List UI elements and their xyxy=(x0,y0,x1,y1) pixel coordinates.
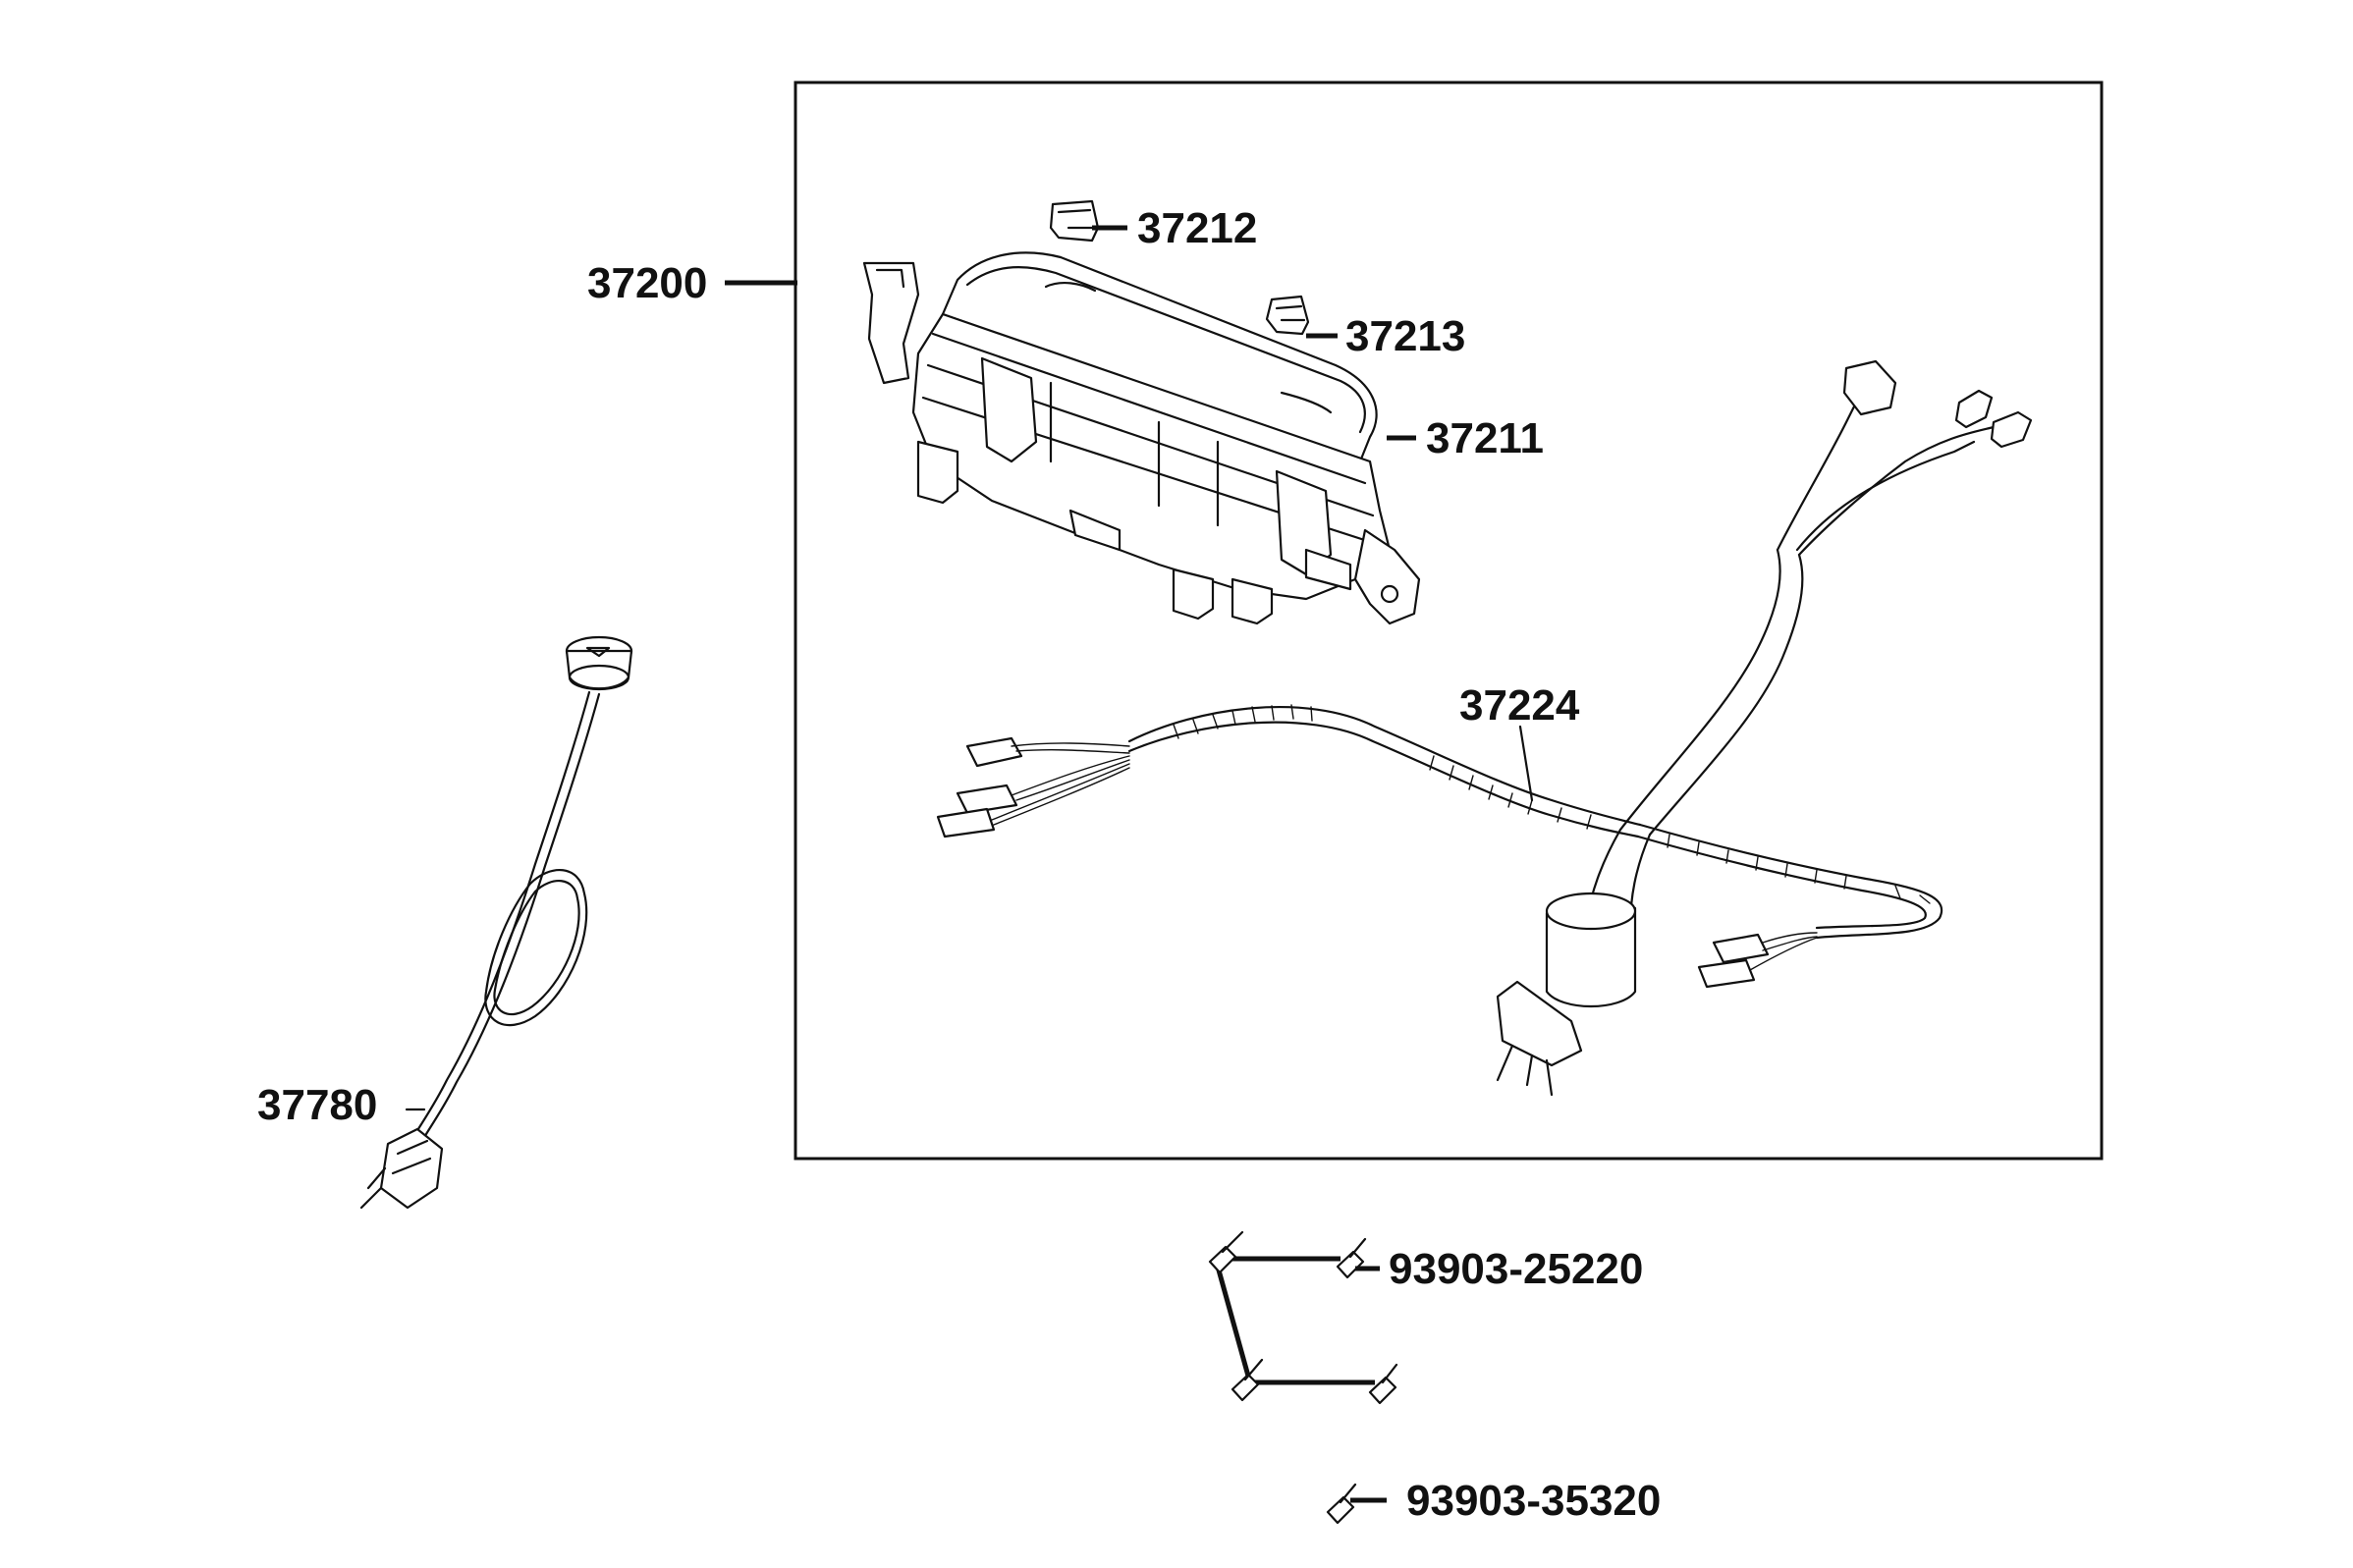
part-label-37213: 37213 xyxy=(1345,312,1465,360)
screw-icon xyxy=(1208,1230,1244,1274)
screw-icon-group-25220 xyxy=(1208,1230,1398,1405)
clip-icon-37212 xyxy=(1049,199,1100,243)
part-label-37211: 37211 xyxy=(1426,414,1544,462)
leader-37224 xyxy=(1518,725,1534,802)
part-label-93903-35320: 93903-35320 xyxy=(1406,1477,1661,1525)
screw-icon xyxy=(1231,1358,1264,1402)
screw-icon xyxy=(1368,1363,1398,1405)
harness-icon xyxy=(936,359,2033,1097)
clip-icon-37213 xyxy=(1265,295,1310,336)
speed-sensor-icon xyxy=(359,635,633,1210)
part-label-37224: 37224 xyxy=(1459,681,1580,730)
screw-icon xyxy=(1336,1237,1367,1279)
screw-icon-35320 xyxy=(1326,1483,1357,1525)
part-label-93903-25220: 93903-25220 xyxy=(1389,1245,1643,1293)
part-label-37200: 37200 xyxy=(587,259,707,307)
assembly-frame xyxy=(793,81,2104,1161)
part-label-37780: 37780 xyxy=(257,1081,377,1129)
meter-assembly-icon xyxy=(862,251,1421,625)
part-label-37212: 37212 xyxy=(1137,204,1257,252)
